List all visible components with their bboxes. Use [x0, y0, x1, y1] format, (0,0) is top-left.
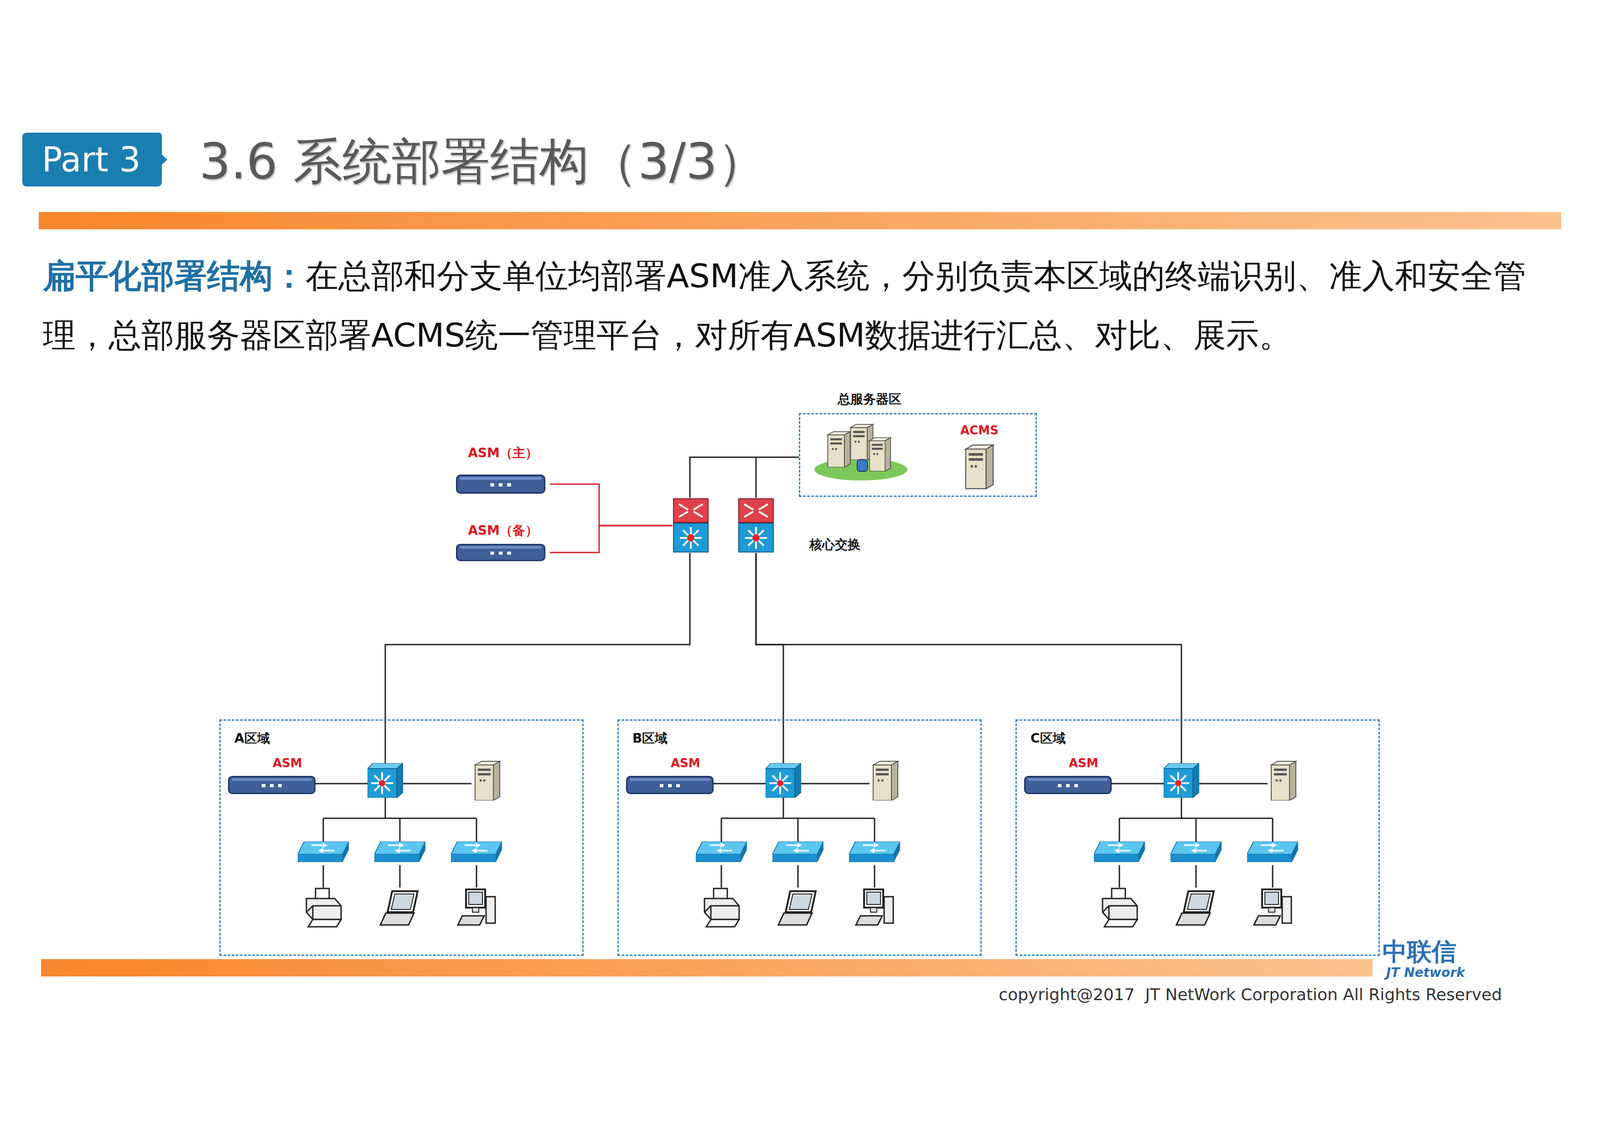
- node-label: ASM: [1068, 756, 1099, 771]
- device-icon: [455, 543, 546, 562]
- body-text: 扁平化部署结构：在总部和分支单位均部署ASM准入系统，分别负责本区域的终端识别、…: [42, 246, 1566, 365]
- asm-link: [549, 484, 673, 526]
- region-box: B区域ASM: [617, 719, 982, 957]
- node-label: ASM（主）: [455, 444, 550, 462]
- node-label: ASM: [670, 756, 701, 771]
- lead-phrase: 扁平化部署结构：: [42, 256, 306, 296]
- network-link: [385, 553, 690, 720]
- node-label: A区域: [234, 730, 270, 748]
- top-bar: [38, 212, 1562, 230]
- copyright-note: copyright@2017 JT NetWork Corporation Al…: [857, 984, 1502, 1005]
- logo-text: 中联信: [1382, 938, 1457, 966]
- server-zone: 总服务器区ACMS: [798, 413, 1037, 498]
- asm-device: ASM: [225, 755, 317, 797]
- node-label: ACMS: [954, 423, 1005, 438]
- asm-device: ASM: [1021, 755, 1113, 797]
- node-label: C区域: [1030, 730, 1066, 748]
- device-icon: [227, 776, 316, 795]
- core-switch: 核心交换: [672, 497, 866, 554]
- asm-device: ASM（备）: [455, 522, 550, 563]
- node-label: B区域: [632, 730, 668, 748]
- network-link: [755, 553, 784, 720]
- slide-title: 3.6 系统部署结构（3/3）: [199, 131, 767, 192]
- region-devices: [1093, 719, 1299, 927]
- core-switch-icons: [672, 497, 775, 554]
- device-icon: [961, 441, 998, 492]
- region-box: A区域ASM: [219, 719, 584, 957]
- region-devices: [297, 719, 503, 927]
- node-label: ASM: [272, 756, 303, 771]
- region-devices: [695, 719, 901, 927]
- asm-device: ASM（主）: [455, 444, 550, 496]
- region-box: C区域ASM: [1015, 719, 1380, 957]
- acms-server: ACMS: [954, 423, 1005, 496]
- node-label: Part 3: [22, 132, 169, 187]
- core-uplink: [755, 457, 757, 498]
- node-label: ASM（备）: [455, 522, 550, 540]
- part-badge: Part 3: [22, 132, 169, 187]
- network-link: [689, 457, 799, 498]
- bottom-bar: [41, 959, 1373, 977]
- device-icon: [1024, 776, 1112, 795]
- device-icon: [626, 776, 714, 795]
- device-icon: [455, 474, 546, 494]
- asm-link: [549, 525, 673, 553]
- logo-subtext: JT Network: [1386, 965, 1466, 981]
- asm-device: ASM: [623, 755, 715, 797]
- server-cluster: [814, 424, 908, 481]
- node-label: 核心交换: [809, 536, 861, 554]
- network-link: [755, 553, 1182, 720]
- node-label: 总服务器区: [837, 390, 902, 409]
